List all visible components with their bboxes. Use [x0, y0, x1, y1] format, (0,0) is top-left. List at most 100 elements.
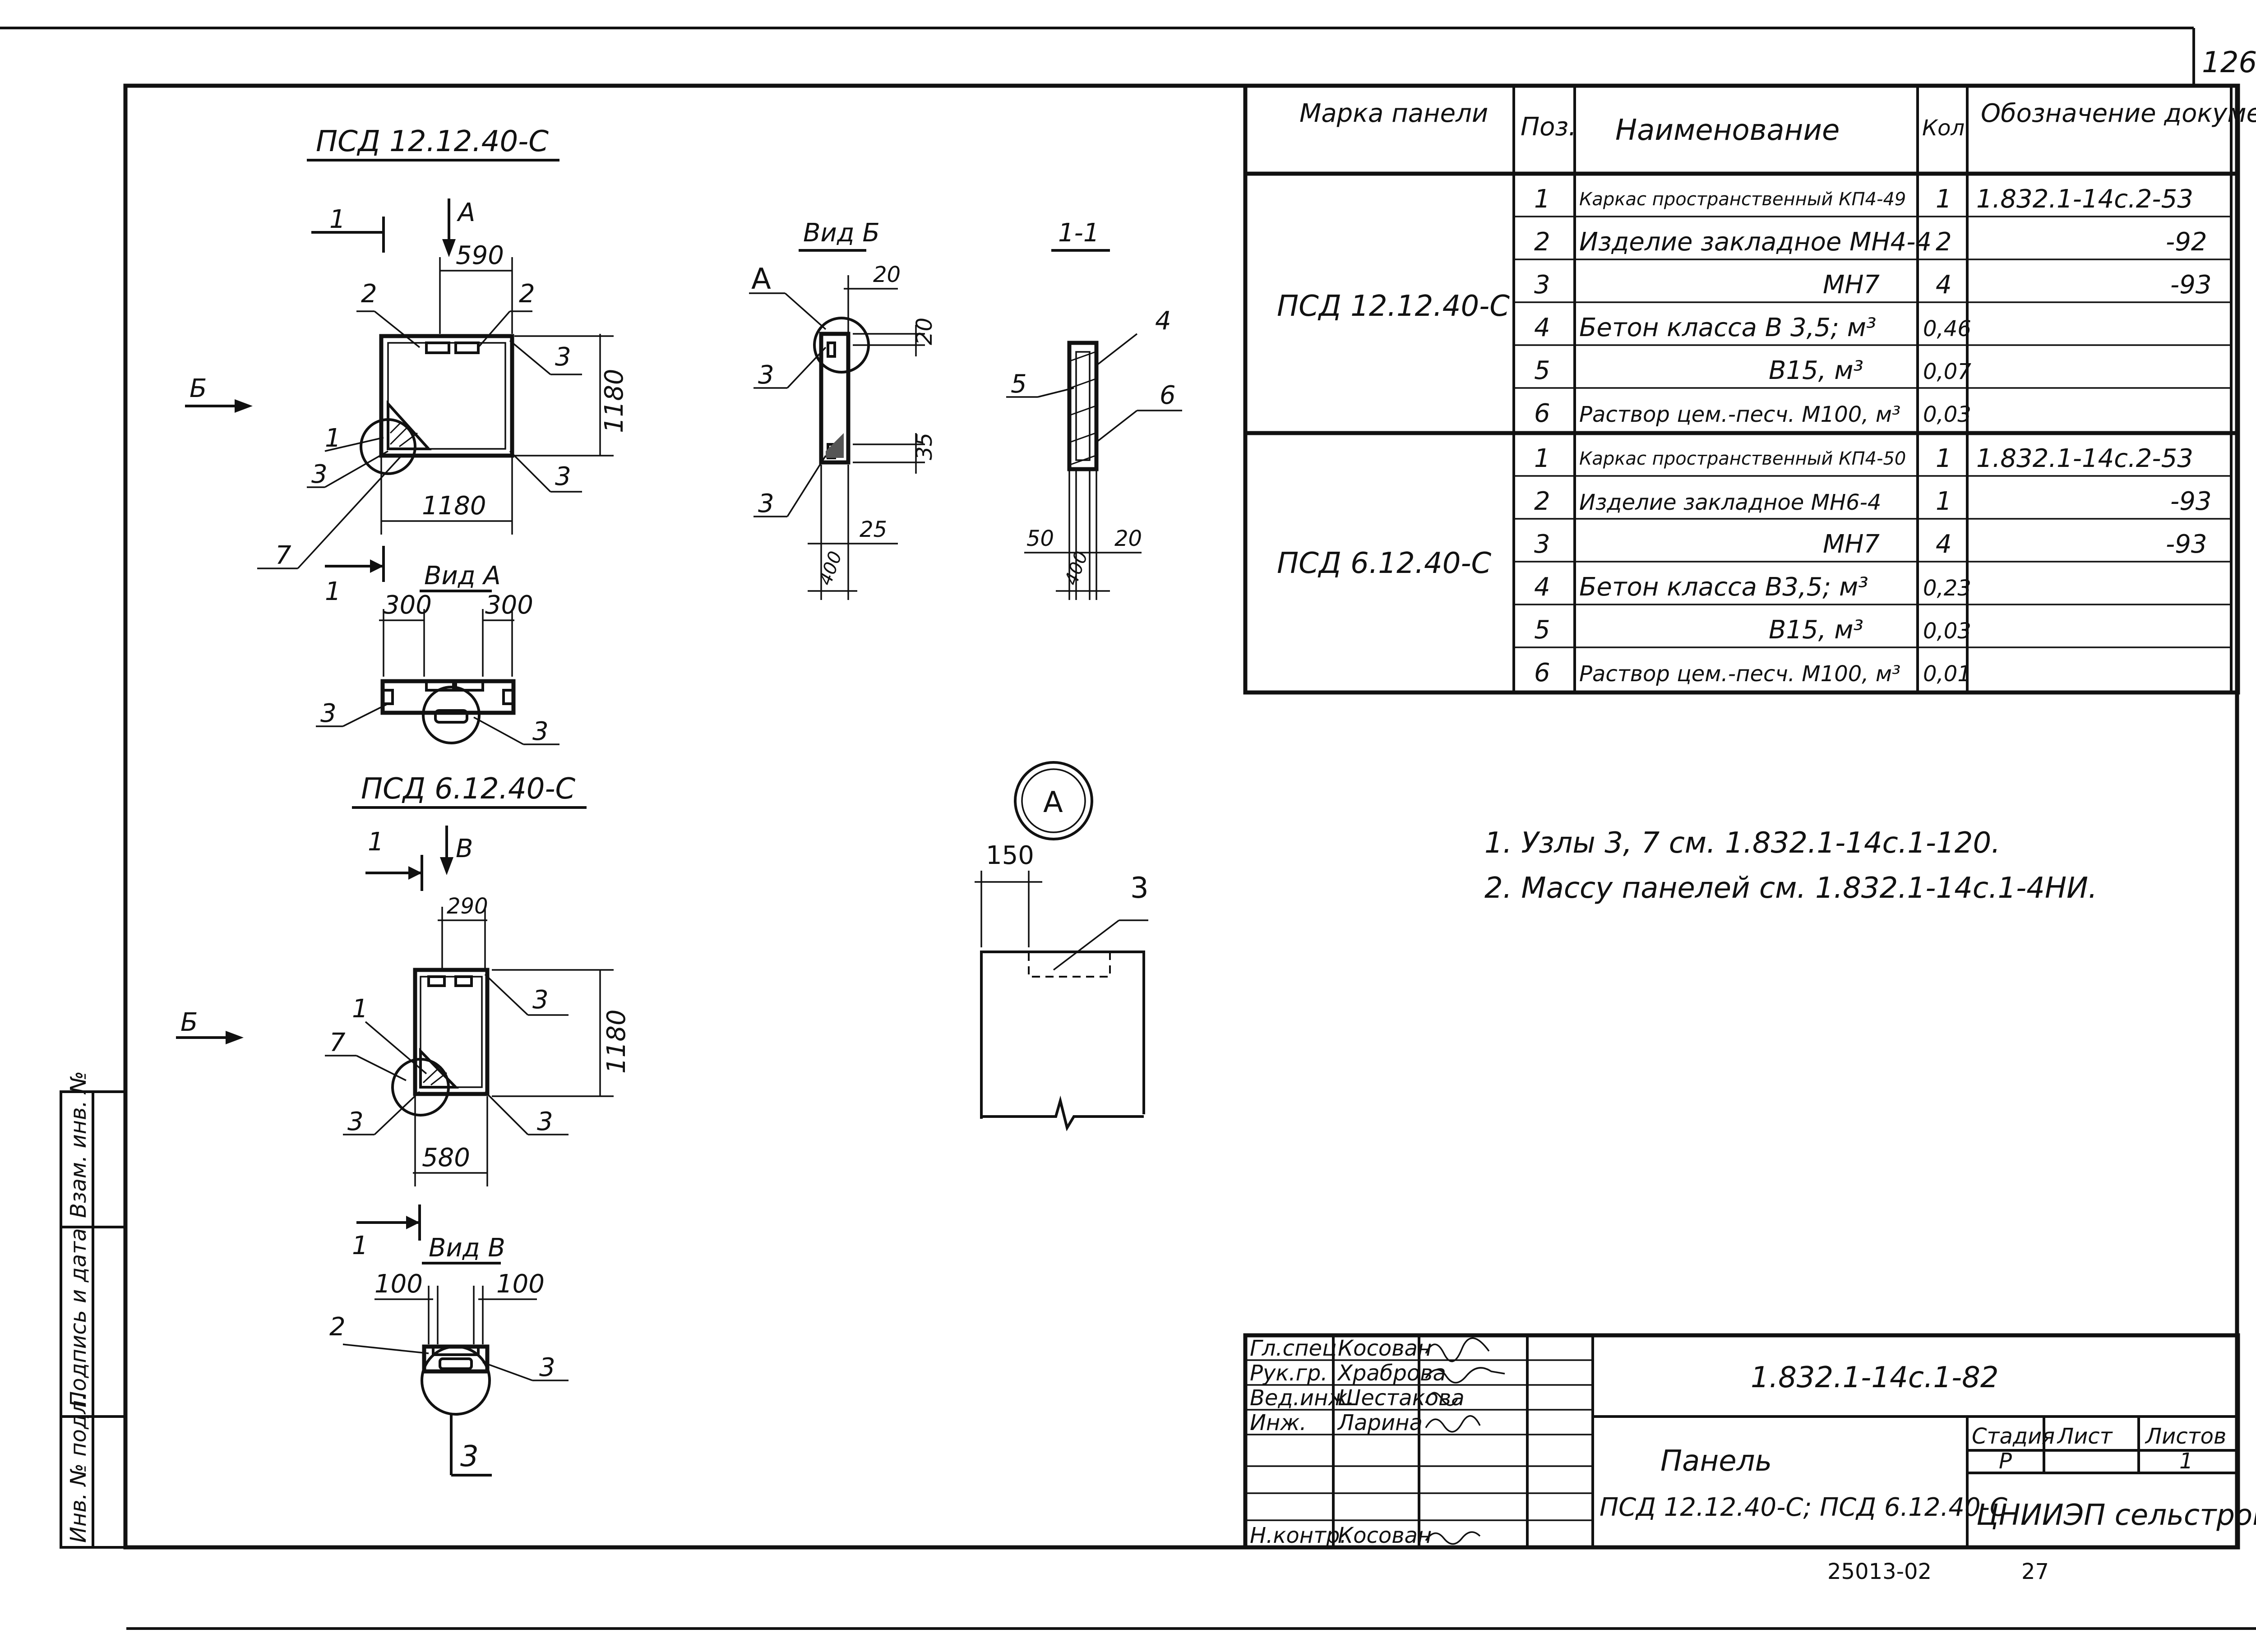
spec-row-pos: 1: [1534, 185, 1550, 214]
tb-name-5: Косован: [1338, 1523, 1432, 1548]
spec-row-qty: 4: [1936, 530, 1952, 559]
view-v-pos-3-bottom: 3: [460, 1440, 479, 1473]
detail-a-dim-150: 150: [986, 841, 1034, 870]
spec-row-qty: 0,46: [1923, 316, 1971, 341]
section-dim-50: 50: [1026, 526, 1054, 551]
sheet-seq-number: 27: [2021, 1559, 2049, 1584]
spec-row-qty: 0,03: [1923, 402, 1971, 427]
note-2: 2. Массу панелей см. 1.832.1-14с.1-4НИ.: [1484, 872, 2097, 905]
psd12-pos-2-left: 2: [361, 279, 377, 309]
psd6-arrow-v-label: В: [456, 834, 473, 863]
psd12-pos-3-left: 3: [311, 460, 328, 489]
psd12-title: ПСД 12.12.40-С: [316, 125, 549, 158]
spec-row-qty: 2: [1936, 227, 1952, 257]
stamp-replace-label: Взам. инв. №: [66, 1071, 91, 1218]
spec-row-qty: 1: [1936, 487, 1952, 516]
psd12-arrow-b-label: Б: [190, 374, 207, 403]
psd12-arrow-a-label: А: [457, 198, 475, 227]
spec-row-name: МН7: [1823, 530, 1880, 559]
tb-role-1: Гл.спец: [1250, 1336, 1337, 1361]
spec-row-pos: 1: [1534, 444, 1550, 473]
section-1-1-label: 1-1: [1058, 218, 1099, 248]
view-a-dim-300-left: 300: [384, 591, 432, 620]
spec-row-pos: 3: [1534, 530, 1550, 559]
left-stamp: Инв. № подл. Подпись и дата Взам. инв. №: [60, 1071, 127, 1549]
view-v-dim-100-left: 100: [374, 1269, 423, 1299]
spec-row-pos: 4: [1534, 572, 1550, 602]
view-a-dim-300-right: 300: [485, 591, 533, 620]
tb-org: ЦНИИЭП сельстрой: [1976, 1499, 2256, 1532]
spec-header-doc: Обозначение документа: [1981, 99, 2256, 128]
spec-group-2-rows: 1 Каркас пространственный КП4-50 1 1.832…: [1534, 444, 2211, 688]
psd6-plan: ПСД 6.12.40-С 1 В 290 1180 580 Б: [176, 772, 631, 1260]
view-a-pos-3-left: 3: [320, 699, 337, 728]
spec-header-name: Наименование: [1615, 114, 1840, 147]
view-b-dim-400: 400: [815, 549, 846, 588]
tb-role-5: Н.контр.: [1250, 1523, 1347, 1548]
psd12-dim-590: 590: [456, 241, 504, 270]
spec-header-mark: Марка панели: [1299, 99, 1488, 128]
tb-role-2: Рук.гр.: [1250, 1361, 1328, 1386]
section-dim-20: 20: [1114, 526, 1142, 551]
psd12-pos-7: 7: [275, 541, 291, 570]
spec-row-name: Бетон класса В 3,5; м³: [1579, 313, 1876, 342]
view-v-pos-2: 2: [329, 1312, 346, 1342]
view-b-label: Вид Б: [803, 218, 880, 248]
view-v: Вид В 100 100 2 3 3: [329, 1233, 569, 1477]
spec-row-name: В15, м³: [1769, 615, 1863, 645]
view-b-pos-3-top: 3: [758, 360, 774, 390]
spec-row-name: МН7: [1823, 270, 1880, 300]
spec-row-name: Каркас пространственный КП4-49: [1579, 189, 1906, 210]
view-a-label: Вид А: [424, 561, 501, 591]
section-pos-5: 5: [1011, 369, 1027, 399]
tb-marks: ПСД 12.12.40-С; ПСД 6.12.40-С: [1600, 1493, 2007, 1522]
tb-sheets-header: Листов: [2145, 1424, 2226, 1449]
psd6-section-mark-top: 1: [368, 827, 384, 857]
view-v-dim-100-right: 100: [496, 1269, 545, 1299]
detail-a-pos-3: 3: [1130, 872, 1149, 905]
spec-row-pos: 2: [1534, 487, 1550, 516]
psd6-pos-3-right-bottom: 3: [537, 1107, 553, 1136]
psd6-pos-3-left: 3: [347, 1107, 364, 1136]
psd6-pos-7: 7: [329, 1028, 346, 1057]
psd12-dim-1180-horz: 1180: [422, 491, 486, 521]
spec-row-name: Бетон класса В3,5; м³: [1579, 572, 1868, 602]
psd6-dim-290: 290: [447, 894, 488, 919]
tb-role-4: Инж.: [1250, 1410, 1307, 1435]
spec-row-pos: 2: [1534, 227, 1550, 257]
signature-2: [1425, 1367, 1505, 1384]
spec-row-name: Раствор цем.-песч. М100, м³: [1579, 661, 1900, 687]
view-b-dim-20-top: 20: [873, 262, 901, 287]
tb-name-2: Храброва: [1336, 1361, 1446, 1386]
stamp-inv-label: Инв. № подл.: [66, 1394, 91, 1543]
spec-group-1-rows: 1 Каркас пространственный КП4-49 1 1.832…: [1534, 185, 2211, 428]
signature-4: [1425, 1415, 1481, 1433]
spec-row-qty: 0,23: [1923, 576, 1971, 601]
spec-row-name: Изделие закладное МН4-4: [1579, 227, 1932, 257]
spec-row-qty: 0,01: [1923, 661, 1971, 687]
spec-header-qty: Кол.: [1922, 115, 1971, 141]
tb-name-4: Ларина: [1337, 1410, 1423, 1435]
tb-code: 1.832.1-14с.1-82: [1751, 1361, 1999, 1394]
psd12-pos-2-right: 2: [519, 279, 535, 309]
view-a-pos-3-right: 3: [532, 717, 549, 746]
signature-1: [1425, 1337, 1490, 1362]
view-b-dim-25: 25: [860, 517, 887, 542]
spec-row-qty: 0,03: [1923, 618, 1971, 644]
view-b-dim-35: 35: [912, 433, 937, 460]
psd12-plan: ПСД 12.12.40-С 1 А 590 1180 1180: [185, 125, 629, 606]
spec-row-pos: 6: [1534, 658, 1550, 688]
spec-row-qty: 1: [1936, 444, 1952, 473]
signature-5: [1425, 1531, 1481, 1545]
tb-name-1: Косован: [1338, 1336, 1432, 1361]
tb-name-3: Шестакова: [1338, 1385, 1465, 1411]
spec-row-doc: 1.832.1-14с.2-53: [1976, 444, 2193, 473]
section-pos-4: 4: [1155, 306, 1171, 336]
spec-row-pos: 4: [1534, 313, 1550, 342]
section-1-1: 1-1 50 20 400 4 5 6: [1006, 218, 1182, 600]
psd6-title: ПСД 6.12.40-С: [361, 772, 576, 806]
section-pos-6: 6: [1160, 381, 1176, 410]
spec-row-doc: -92: [2166, 227, 2207, 257]
spec-row-qty: 0,07: [1923, 359, 1971, 384]
tb-stage-value: Р: [1999, 1449, 2012, 1474]
